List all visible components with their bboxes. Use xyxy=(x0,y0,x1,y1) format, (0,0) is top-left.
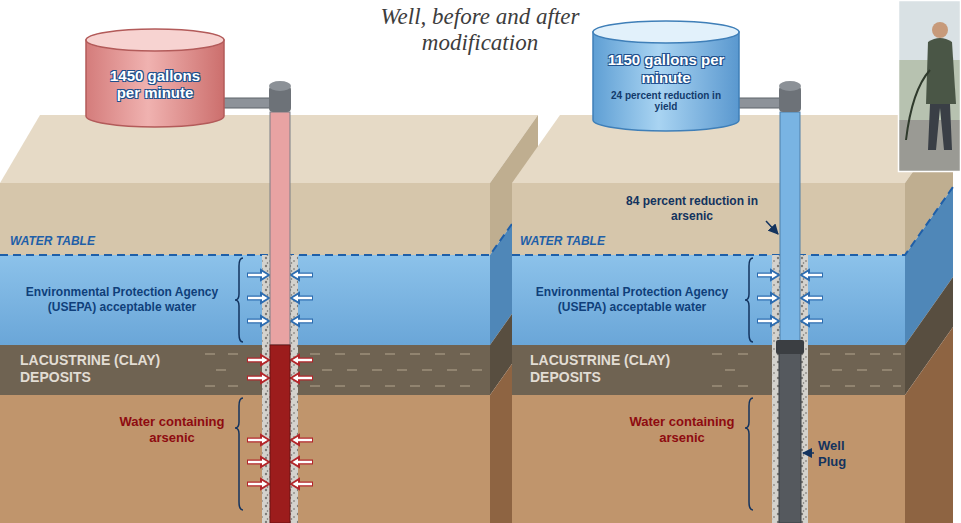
discharge-pipe xyxy=(736,98,782,108)
aquifer-label: Environmental Protection Agency (USEPA) … xyxy=(12,285,232,314)
well-plug xyxy=(779,345,801,523)
clay-texture xyxy=(205,354,482,386)
right-ground-block xyxy=(512,81,953,523)
deep-layer xyxy=(512,395,905,523)
inflow-arrow xyxy=(247,270,269,280)
water-table-line xyxy=(0,187,538,255)
tank-body xyxy=(86,40,224,127)
inflow-arrow xyxy=(247,457,269,467)
photo xyxy=(926,38,956,104)
ground-top xyxy=(0,115,538,183)
clay-layer xyxy=(0,345,490,395)
inflow-arrow xyxy=(801,293,823,303)
inflow-arrow xyxy=(291,270,313,280)
inflow-arrow xyxy=(291,373,313,383)
inflow-arrow xyxy=(247,293,269,303)
inflow-arrow xyxy=(247,355,269,365)
inflow-arrow xyxy=(291,479,313,489)
soil-layer xyxy=(512,183,905,255)
water-table-label: WATER TABLE xyxy=(520,234,650,249)
tank-top xyxy=(86,29,224,51)
photo-inset xyxy=(898,0,961,172)
well-plug xyxy=(776,340,804,354)
inflow-arrow xyxy=(801,316,823,326)
inflow-arrow xyxy=(291,457,313,467)
flow-rate: 1450 gallons per minute xyxy=(99,67,211,102)
wellhead xyxy=(269,81,291,91)
diagram-title: Well, before and after modification xyxy=(360,4,600,57)
photo xyxy=(928,104,952,150)
well-casing xyxy=(780,112,800,345)
inflow-arrow xyxy=(247,479,269,489)
deep-side xyxy=(905,327,953,523)
water-table-label: WATER TABLE xyxy=(10,234,140,249)
photo xyxy=(932,22,948,38)
inflow-arrow xyxy=(291,293,313,303)
soil-layer xyxy=(0,183,490,255)
wellhead xyxy=(779,81,801,91)
photo xyxy=(906,70,930,140)
inflow-arrow xyxy=(801,270,823,280)
arsenic-zone-label: Water containing arsenic xyxy=(622,414,742,446)
photo-frame xyxy=(899,1,961,172)
clay-layer-label: LACUSTRINE (CLAY) DEPOSITS xyxy=(20,352,195,386)
aquifer-layer xyxy=(0,255,490,345)
well-casing xyxy=(270,345,290,523)
aquifer-label: Environmental Protection Agency (USEPA) … xyxy=(522,285,742,314)
inflow-arrow xyxy=(247,316,269,326)
bracket xyxy=(745,258,753,342)
tank-body xyxy=(593,32,739,131)
bracket xyxy=(235,398,243,510)
yield-note: 24 percent reduction in yield xyxy=(606,90,726,113)
inflow-arrow xyxy=(247,435,269,445)
clay-layer-label: LACUSTRINE (CLAY) DEPOSITS xyxy=(530,352,705,386)
inflow-arrow xyxy=(757,316,779,326)
aquifer-layer xyxy=(512,255,905,345)
leader-line xyxy=(766,221,778,234)
inflow-arrow xyxy=(291,435,313,445)
bracket xyxy=(235,258,243,342)
inflow-arrow xyxy=(291,355,313,365)
callout-label: Well Plug xyxy=(818,438,862,470)
clay-layer xyxy=(512,345,905,395)
water-tank: 1150 gallons per minute 24 percent reduct… xyxy=(592,20,740,132)
inflow-arrow xyxy=(757,270,779,280)
photo xyxy=(898,0,961,172)
callout-label: 84 percent reduction in arsenic xyxy=(622,194,762,223)
flow-rate: 1150 gallons per minute xyxy=(606,51,726,86)
inflow-arrow xyxy=(247,373,269,383)
water-tank: 1450 gallons per minute xyxy=(85,28,225,128)
leader-line xyxy=(803,452,814,454)
inflow-arrow xyxy=(291,316,313,326)
discharge-pipe xyxy=(222,98,274,108)
bracket xyxy=(745,398,753,510)
tank-top xyxy=(593,21,739,43)
inflow-arrow xyxy=(757,293,779,303)
left-ground-block xyxy=(0,81,538,523)
well-casing xyxy=(270,112,290,345)
water-table-line xyxy=(512,187,953,255)
deep-layer xyxy=(0,395,490,523)
arsenic-zone-label: Water containing arsenic xyxy=(112,414,232,446)
